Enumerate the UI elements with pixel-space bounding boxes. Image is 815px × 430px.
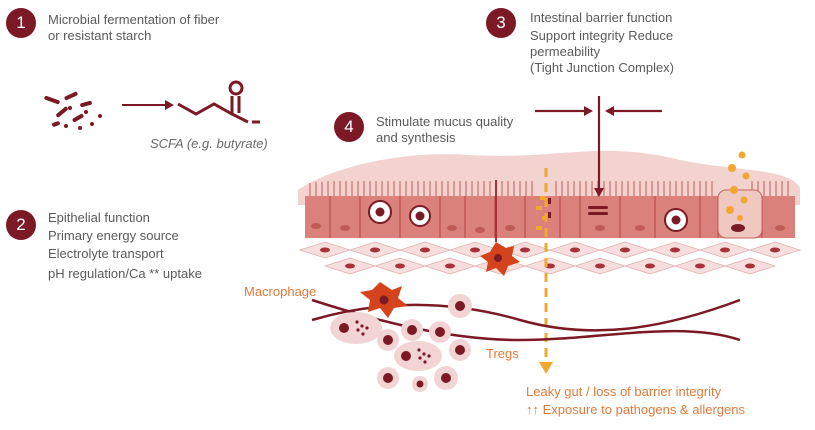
step-2-line-3: pH regulation/Ca ** uptake [48, 266, 202, 281]
microvilli [309, 181, 789, 196]
step-4-text: Stimulate mucus quality and synthesis [376, 114, 513, 146]
step-3-badge: 3 [486, 8, 516, 38]
tregs-label: Tregs [486, 346, 519, 361]
macrophage-icon [360, 282, 408, 318]
step-2-text: Epithelial function Primary energy sourc… [48, 210, 202, 282]
fermentation-arrow [122, 100, 174, 110]
dendritic-cell-icon [480, 180, 520, 276]
macrophage-label: Macrophage [244, 284, 317, 299]
tight-junction-arrow [594, 96, 604, 197]
immune-cells [330, 294, 472, 392]
step-3-title: Intestinal barrier function [530, 10, 673, 25]
tight-junction-marks [588, 206, 608, 215]
butyrate-molecule-icon [177, 80, 260, 124]
step-4-badge: 4 [334, 112, 364, 142]
bacteria-cluster-icon [44, 91, 102, 130]
step-2-badge: 2 [6, 210, 36, 240]
step-3-line-2: permeability [530, 44, 601, 59]
mucus-granules [726, 151, 750, 221]
step-3-text: Intestinal barrier function Support inte… [530, 10, 674, 76]
leaky-gut-label: Leaky gut / loss of barrier integrity [526, 384, 722, 399]
step-2-title: Epithelial function [48, 210, 150, 225]
step-4-line-1: Stimulate mucus quality [376, 114, 514, 129]
exposure-label: ↑↑ Exposure to pathogens & allergens [526, 402, 745, 417]
step-3-line-3: (Tight Junction Complex) [530, 60, 675, 75]
step-1-line-2: or resistant starch [48, 28, 152, 43]
step-1-text: Microbial fermentation of fiber or resis… [48, 12, 219, 44]
step-1-line-1: Microbial fermentation of fiber [48, 12, 220, 27]
step-4-line-2: and synthesis [376, 130, 456, 145]
step-2-line-2: Electrolyte transport [48, 246, 164, 261]
step-3-line-1: Support integrity Reduce [530, 28, 674, 43]
scfa-label: SCFA (e.g. butyrate) [150, 136, 268, 151]
leaky-gut-arrow [539, 168, 553, 374]
step-2-line-1: Primary energy source [48, 228, 179, 243]
step-1-badge: 1 [6, 8, 36, 38]
lamina-propria [298, 241, 802, 275]
